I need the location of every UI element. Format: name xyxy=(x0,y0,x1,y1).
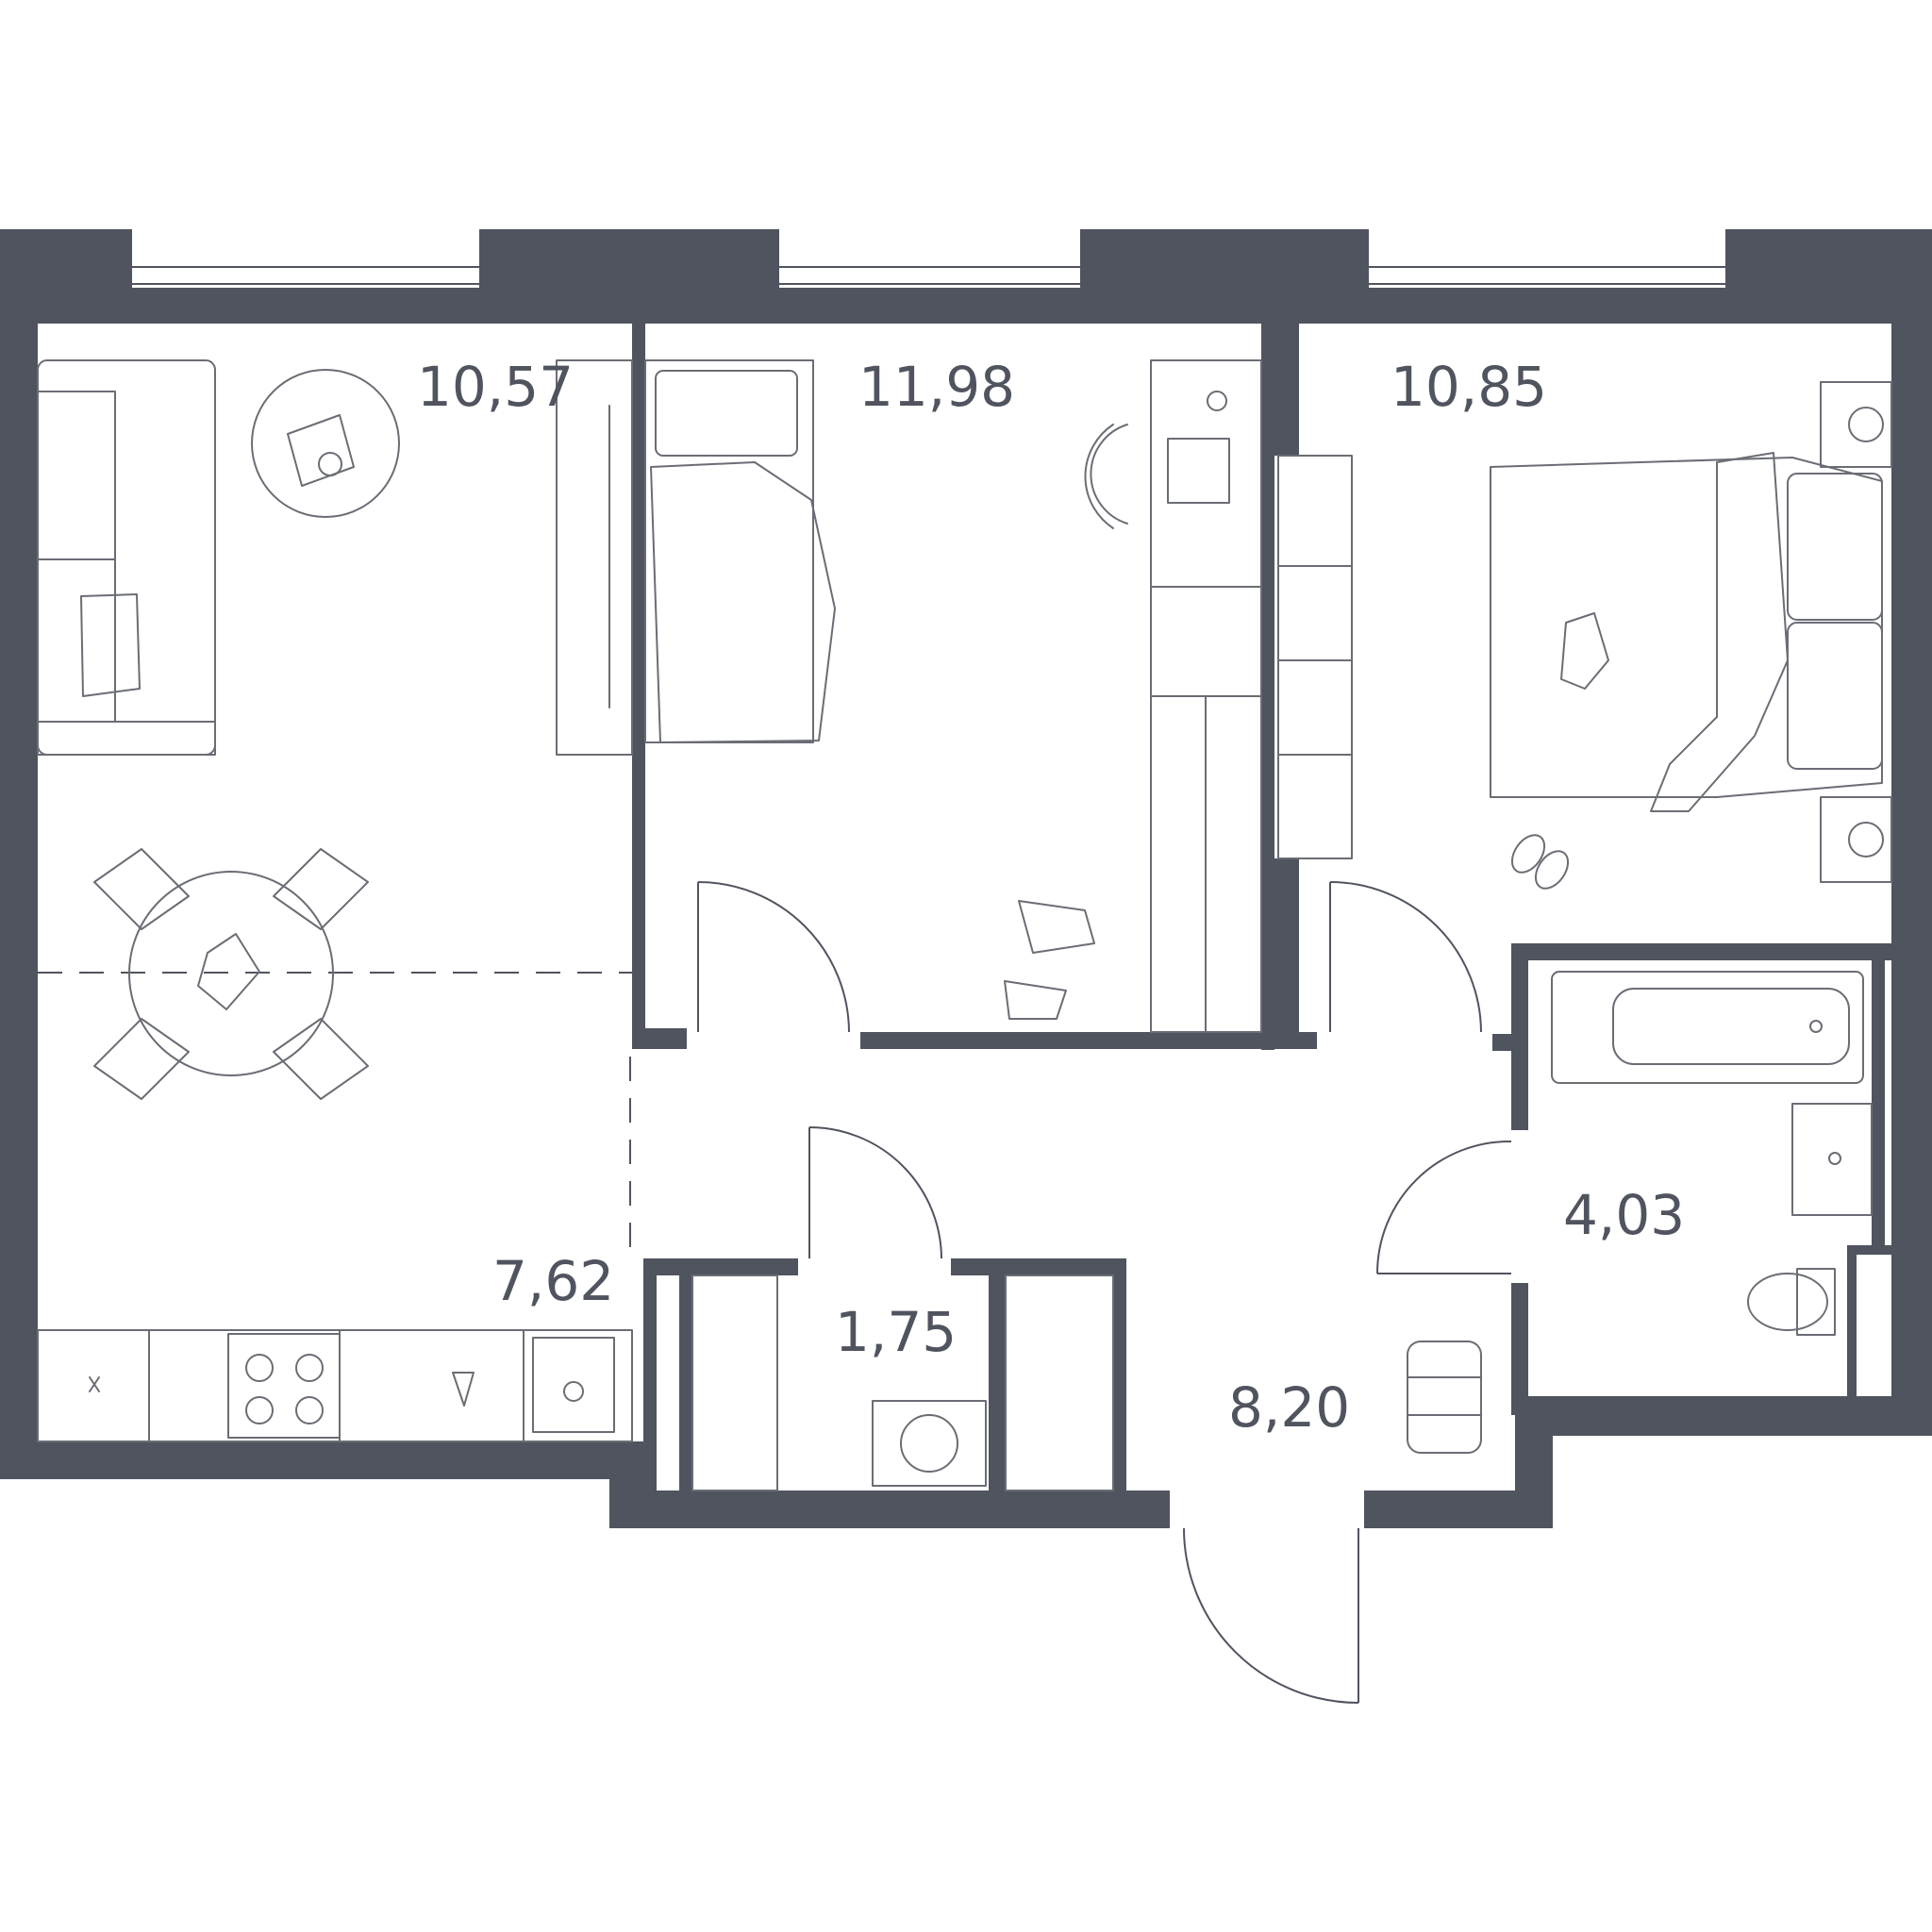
desk-chair xyxy=(1084,424,1128,529)
single-bed xyxy=(644,359,836,743)
area-labels: 10,57 11,98 10,85 7,62 1,75 8,20 4,03 xyxy=(417,355,1685,1440)
pouf xyxy=(1407,1341,1482,1454)
door-wardrobe[interactable] xyxy=(808,1126,942,1259)
walls xyxy=(0,229,1932,1528)
area-bathroom: 4,03 xyxy=(1563,1183,1685,1247)
door-bedroom-2[interactable] xyxy=(1329,881,1482,1033)
slippers xyxy=(1510,834,1570,890)
double-bed xyxy=(1490,452,1883,812)
washing-machine xyxy=(872,1400,987,1487)
toilet xyxy=(1747,1268,1836,1336)
tv-unit xyxy=(556,359,633,756)
rollerblades xyxy=(1004,900,1095,1020)
windows xyxy=(132,266,1725,285)
coffee-table xyxy=(251,369,400,518)
area-wardrobe: 1,75 xyxy=(835,1300,957,1364)
area-hall: 8,20 xyxy=(1228,1375,1350,1440)
area-living: 10,57 xyxy=(417,355,574,419)
kitchen-counter xyxy=(37,1329,633,1442)
door-bathroom[interactable] xyxy=(1376,1140,1512,1274)
door-bedroom-1[interactable] xyxy=(697,881,850,1033)
nightstands xyxy=(1820,381,1892,883)
hall-wardrobes xyxy=(691,1274,1114,1491)
desk xyxy=(1150,359,1262,588)
area-bedroom-2: 10,85 xyxy=(1391,355,1547,419)
area-kitchen: 7,62 xyxy=(492,1249,614,1313)
area-bedroom-1: 11,98 xyxy=(858,355,1015,419)
sink xyxy=(1791,1103,1873,1216)
dining-set xyxy=(93,848,369,1100)
door-entrance[interactable] xyxy=(1183,1527,1359,1704)
sofa xyxy=(37,359,216,756)
wardrobe-bedroom-2 xyxy=(1277,455,1353,859)
zone-dividers xyxy=(38,972,632,1258)
doors xyxy=(697,881,1512,1704)
bathtub xyxy=(1551,971,1864,1084)
wardrobe-bedroom-1 xyxy=(1150,586,1262,1033)
